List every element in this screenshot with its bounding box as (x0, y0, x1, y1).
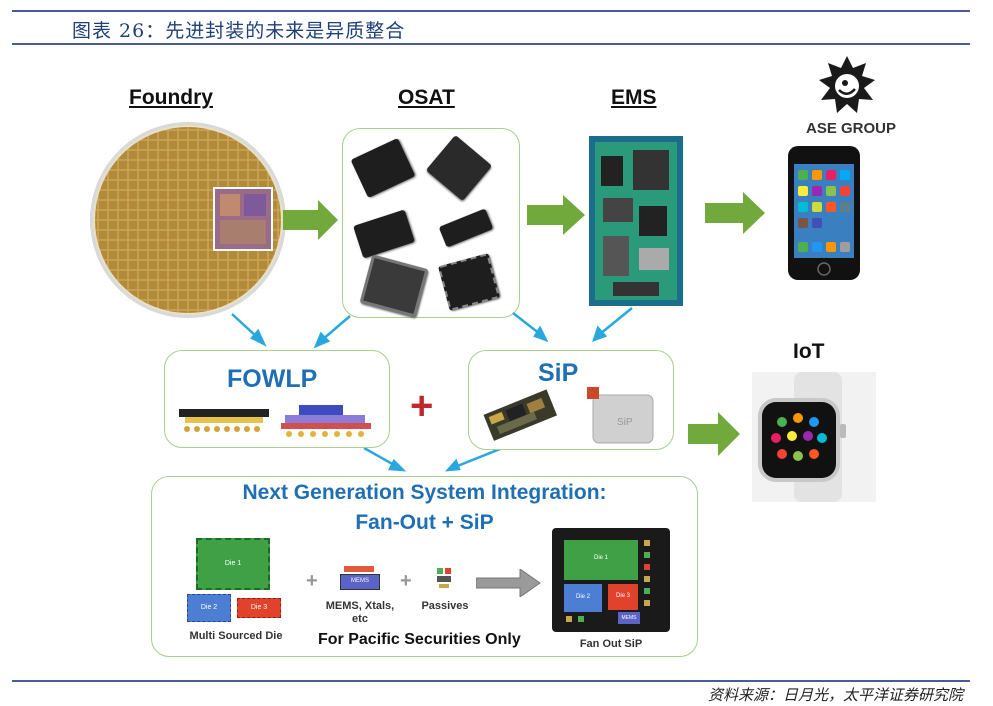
osat-panel (342, 128, 520, 318)
die-3-label: Die 3 (250, 604, 268, 611)
ase-logo-icon (819, 56, 875, 113)
passive-component (566, 616, 572, 622)
plus-symbol: + (306, 570, 318, 592)
smartwatch-image (752, 372, 876, 502)
ems-board-image (589, 136, 683, 306)
gray-arrow-icon (476, 569, 541, 597)
fanout-die-1: Die 1 (564, 540, 638, 580)
passive-component (644, 588, 650, 594)
mems-chip: MEMS (340, 574, 380, 590)
mems-cap (344, 566, 374, 572)
next-gen-title-line1: Next Generation System Integration: (242, 481, 607, 504)
fanout-caption: Fan Out SiP (579, 638, 643, 650)
die-3: Die 3 (237, 598, 281, 618)
fanout-sip-package: Die 1 Die 2 Die 3 MEMS (552, 528, 670, 632)
mems-label: MEMS, Xtals, (325, 600, 395, 612)
phone-image (788, 146, 860, 280)
passives-label: Passives (421, 600, 469, 612)
die-1: Die 1 (196, 538, 270, 590)
die-1-label: Die 1 (224, 560, 242, 567)
fowlp-label: FOWLP (227, 365, 318, 393)
source-note: 资料来源：日月光，太平洋证券研究院 (707, 686, 963, 704)
passive-component (644, 552, 650, 558)
die-2-label: Die 2 (200, 604, 218, 611)
next-gen-title-line2: Fan-Out + SiP (355, 511, 494, 534)
fanout-die-2: Die 2 (564, 584, 602, 612)
mems-chip-label: MEMS (351, 578, 369, 584)
osat-title: OSAT (398, 86, 455, 109)
die-2: Die 2 (187, 594, 231, 622)
disclaimer-text: For Pacific Securities Only (318, 631, 521, 648)
passives-icon (437, 568, 451, 588)
figure-title: 图表 26：先进封装的未来是异质整合 (72, 20, 406, 42)
fowlp-panel: FOWLP (164, 350, 390, 448)
ems-title: EMS (611, 86, 657, 109)
fowlp-package-image (179, 405, 371, 437)
passive-component (644, 600, 650, 606)
sip-module-image: SiP (483, 387, 654, 444)
foundry-title: Foundry (129, 86, 213, 109)
plus-symbol: + (410, 384, 434, 428)
fanout-die-3-label: Die 3 (615, 593, 630, 599)
plus-symbol: + (400, 570, 412, 592)
mems-label-2: etc (352, 613, 368, 625)
passive-component (644, 540, 650, 546)
header-rule-top (12, 10, 970, 12)
header-rule-bottom (12, 43, 970, 45)
passive-component (644, 564, 650, 570)
multi-sourced-label: Multi Sourced Die (189, 630, 283, 642)
iot-label: IoT (793, 340, 825, 363)
wafer-image (90, 122, 286, 318)
footer-rule (12, 680, 970, 682)
sip-module-text: SiP (617, 417, 633, 428)
fanout-die-2-label: Die 2 (575, 594, 590, 600)
ase-group-label: ASE GROUP (806, 120, 897, 137)
sip-panel: SiP SiP (468, 350, 674, 450)
fanout-die-3: Die 3 (608, 584, 638, 610)
fanout-mems-label: MEMS (621, 615, 637, 621)
passive-component (644, 576, 650, 582)
sip-label: SiP (538, 359, 579, 387)
fanout-mems: MEMS (618, 612, 640, 624)
green-arrow-icon (283, 192, 765, 456)
fanout-die-1-label: Die 1 (593, 555, 608, 561)
passive-component (578, 616, 584, 622)
